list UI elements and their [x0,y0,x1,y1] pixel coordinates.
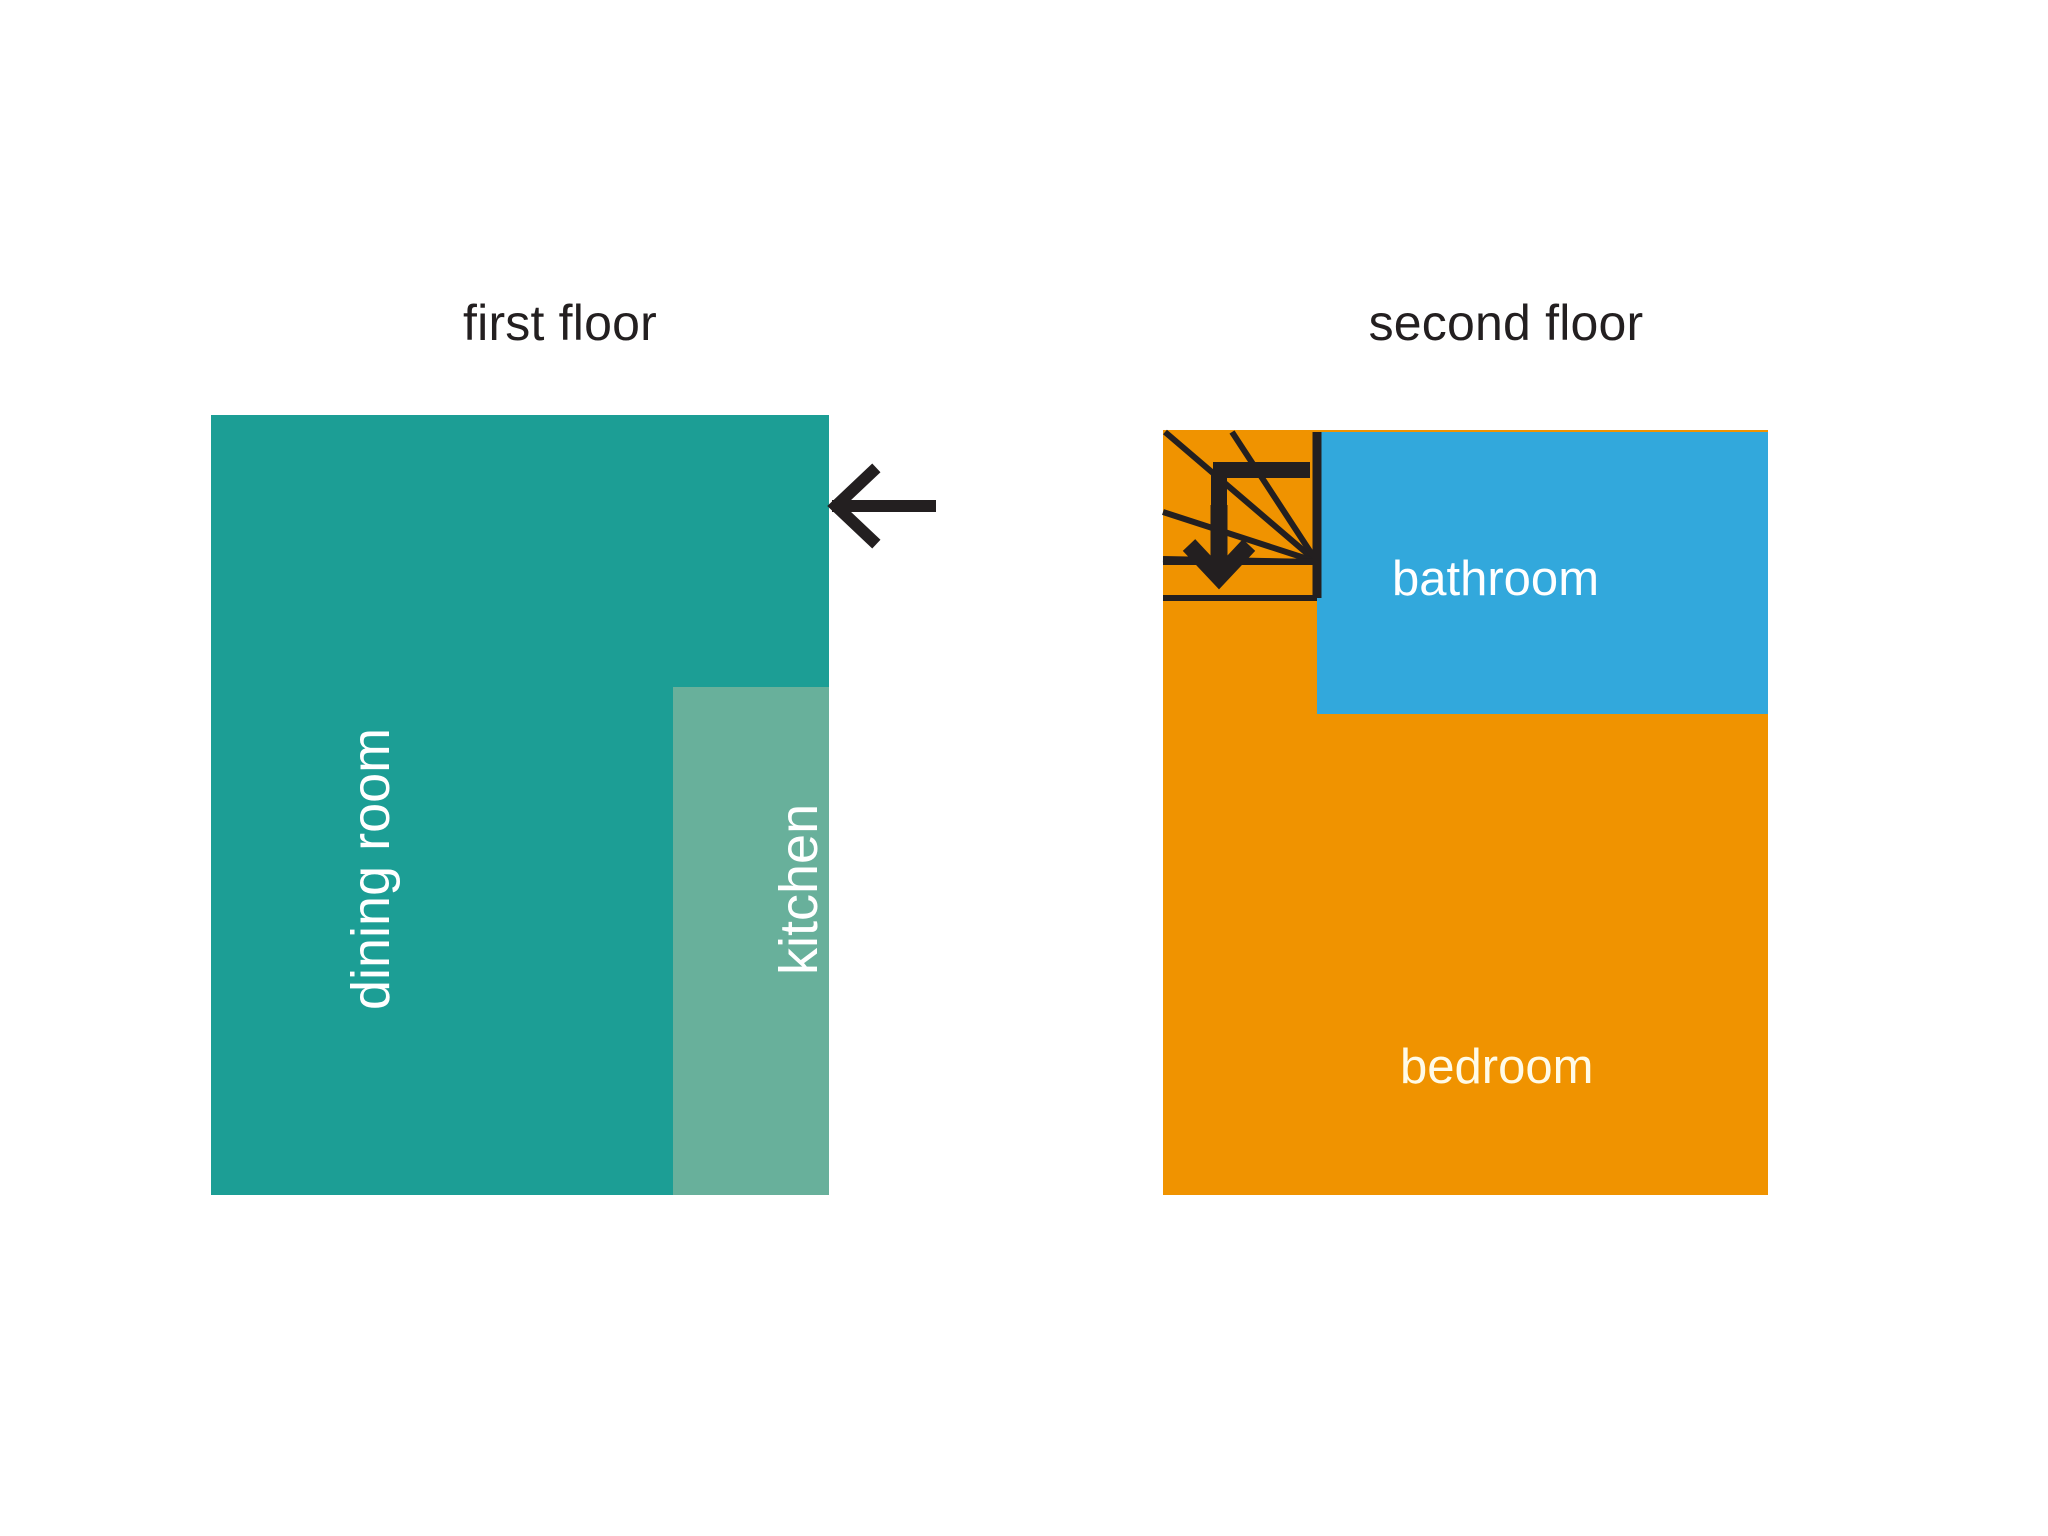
page-title-first-floor: first floor [463,295,657,351]
arrow-left-icon [827,463,936,549]
page-title-second-floor: second floor [1368,295,1644,351]
room-kitchen[interactable] [673,687,829,1195]
room-bathroom[interactable] [1317,432,1768,714]
